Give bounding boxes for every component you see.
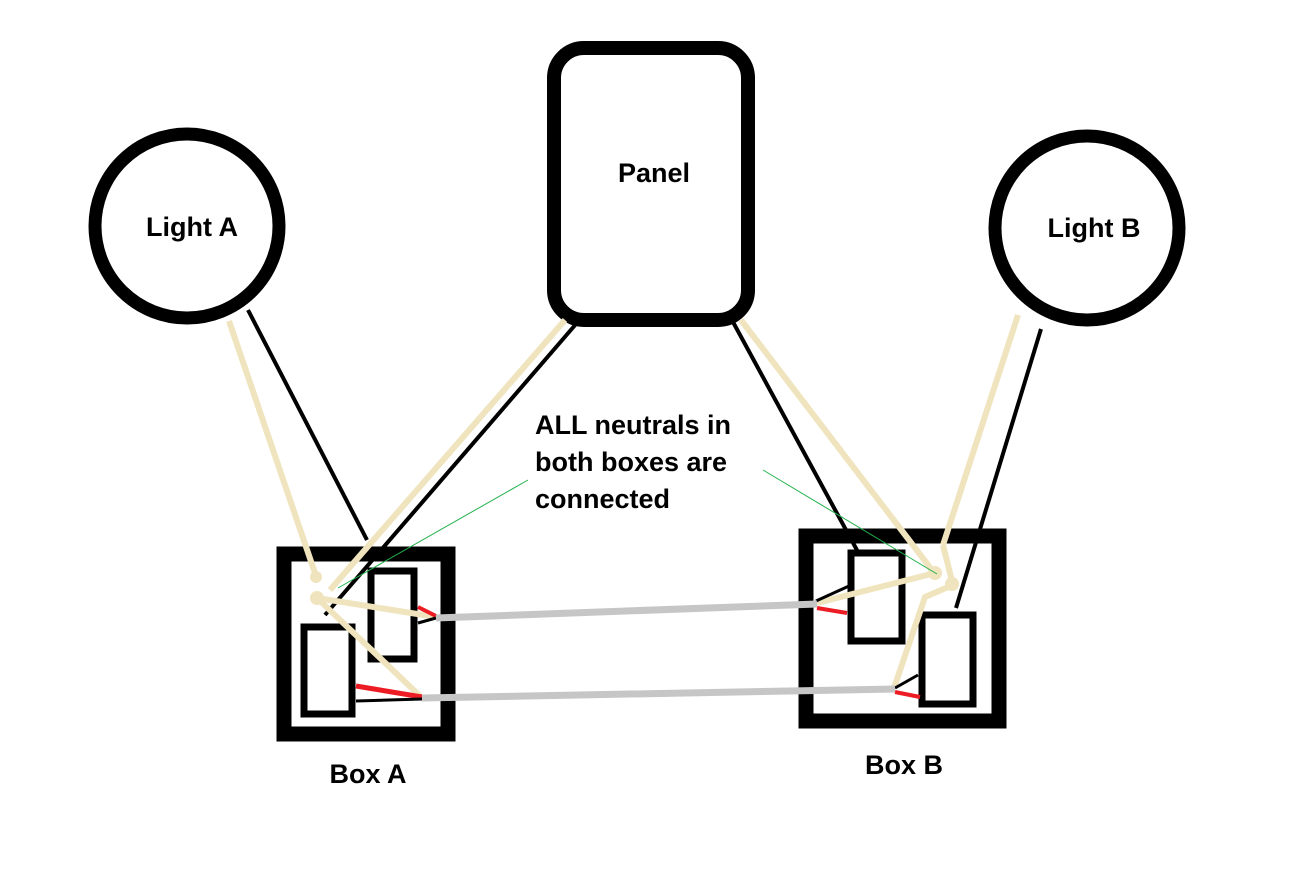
box-a-neutral-to-traveler-1: [316, 595, 437, 620]
wire-light-a-hot: [246, 309, 369, 541]
annotation-pointer-box-a: [337, 479, 529, 589]
light-b-label: Light B: [1048, 213, 1141, 243]
box-b-switch-2: [918, 611, 977, 708]
annotation: ALL neutrals in both boxes are connected: [337, 410, 938, 589]
box-b-neutral-to-traveler-2: [891, 544, 957, 689]
panel: Panel: [547, 41, 755, 327]
box-b-black-2: [894, 673, 919, 690]
box-b-label: Box B: [865, 750, 943, 780]
box-a-neutral-to-traveler-2: [314, 595, 425, 701]
box-a-switch-2: [300, 623, 356, 718]
annotation-pointer-box-b: [762, 469, 938, 575]
light-b: Light B: [988, 129, 1186, 327]
box-a-black-1: [417, 616, 437, 625]
wire-light-a-neutral: [226, 320, 319, 577]
light-a: Light A: [88, 127, 286, 325]
box-a-label: Box A: [329, 759, 406, 789]
wire-panel-box-b-neutral: [738, 318, 938, 576]
box-b-black-1: [815, 584, 850, 603]
light-a-label: Light A: [146, 212, 238, 242]
panel-rect: [547, 41, 755, 327]
box-b-red-2: [894, 690, 921, 699]
annotation-line-1: ALL neutrals in: [535, 410, 731, 440]
box-b-neutral-to-traveler-1: [816, 570, 936, 606]
wire-light-b-neutral: [940, 314, 1021, 546]
box-b-internal-wiring: [815, 544, 959, 699]
light-b-circle: [988, 129, 1186, 327]
wire-panel-box-a-hot: [323, 322, 578, 617]
wire-panel-box-a-neutral: [327, 318, 568, 592]
annotation-line-3: connected: [535, 484, 670, 514]
traveler-cable-2: [421, 685, 896, 702]
wire-panel-box-b-hot: [731, 321, 860, 553]
panel-label: Panel: [618, 158, 690, 188]
box-a-red-2: [355, 683, 423, 700]
traveler-cable-1: [435, 600, 818, 622]
light-a-circle: [88, 127, 286, 325]
annotation-line-2: both boxes are: [535, 447, 727, 477]
box-a-internal-wiring: [310, 571, 437, 703]
box-a-black-2: [355, 697, 423, 703]
wire-light-b-hot: [954, 328, 1043, 609]
box-a-red-1: [417, 605, 437, 618]
box-a: Box A: [276, 546, 456, 789]
box-a-neutral-splice-1: [310, 571, 322, 583]
box-b-red-1: [816, 606, 848, 615]
box-b-switch-1: [847, 549, 906, 645]
